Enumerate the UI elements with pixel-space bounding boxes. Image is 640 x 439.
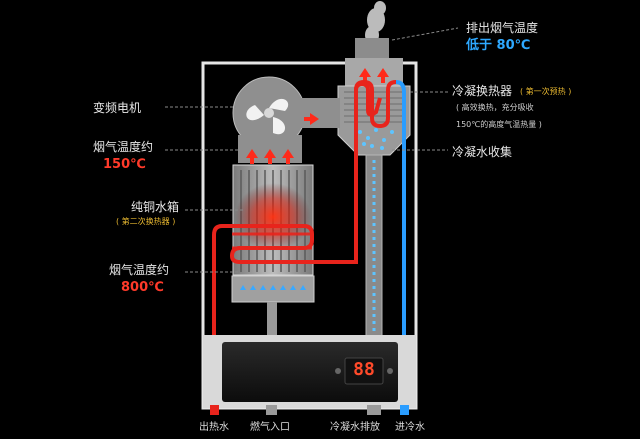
- condensate-drain-label: 冷凝水排放: [330, 422, 380, 433]
- condensing-hx-note: ( 第一次预热 ): [520, 87, 572, 96]
- copper-tank-title: 纯铜水箱: [131, 200, 180, 214]
- display-digits: 88: [353, 359, 375, 380]
- cold-water-in-label: 进冷水: [395, 422, 425, 433]
- flue-temp-150-title: 烟气温度约: [93, 140, 154, 154]
- control-knob-left[interactable]: [335, 368, 341, 374]
- fan-icon: [246, 98, 289, 135]
- flue-temp-150-value: 150℃: [103, 157, 146, 172]
- control-knob-right[interactable]: [387, 368, 393, 374]
- cold-water-pipe: [395, 80, 406, 408]
- cold-water-in-connector: [400, 405, 409, 415]
- condensing-hx-desc-line1: ( 高效换热，充分吸收: [456, 103, 534, 112]
- condensing-hx-title: 冷凝换热器: [452, 84, 513, 98]
- condensing-hx-desc-line2: 150℃的高度气温热量 ): [456, 120, 542, 129]
- gas-inlet-label: 燃气入口: [250, 422, 290, 433]
- leader-lines: [165, 27, 459, 273]
- flue-temp-800-title: 烟气温度约: [109, 263, 170, 277]
- hot-water-coil: [232, 232, 312, 250]
- exhaust-temp-title: 排出烟气温度: [466, 21, 539, 35]
- hot-water-out-label: 出热水: [199, 422, 229, 433]
- flue-gas-arrows: [246, 68, 389, 164]
- combustion-glow: [235, 183, 311, 251]
- flue-temp-800-value: 800℃: [121, 280, 164, 295]
- gas-inlet-connector: [266, 405, 277, 415]
- exhaust-temp-value: 低于 80℃: [466, 38, 531, 53]
- hot-water-out-connector: [210, 405, 219, 415]
- fan-duct: [300, 98, 340, 128]
- steam-plume: [365, 1, 386, 44]
- exhaust-flue: [355, 38, 389, 60]
- copper-tank-note: ( 第二次换热器 ): [116, 217, 176, 226]
- burner-flames: [240, 285, 306, 290]
- condensate-collect-label: 冷凝水收集: [452, 145, 513, 159]
- control-panel-screen: [222, 342, 398, 402]
- hot-water-pipe: [212, 81, 382, 408]
- condensate-drain-connector: [367, 405, 381, 415]
- inverter-motor-label: 变频电机: [93, 101, 142, 115]
- gas-inlet-pipe: [267, 302, 277, 342]
- display-window: [344, 357, 384, 385]
- condensate-droplets: [358, 128, 394, 150]
- hot-water-coil-top: [354, 79, 397, 129]
